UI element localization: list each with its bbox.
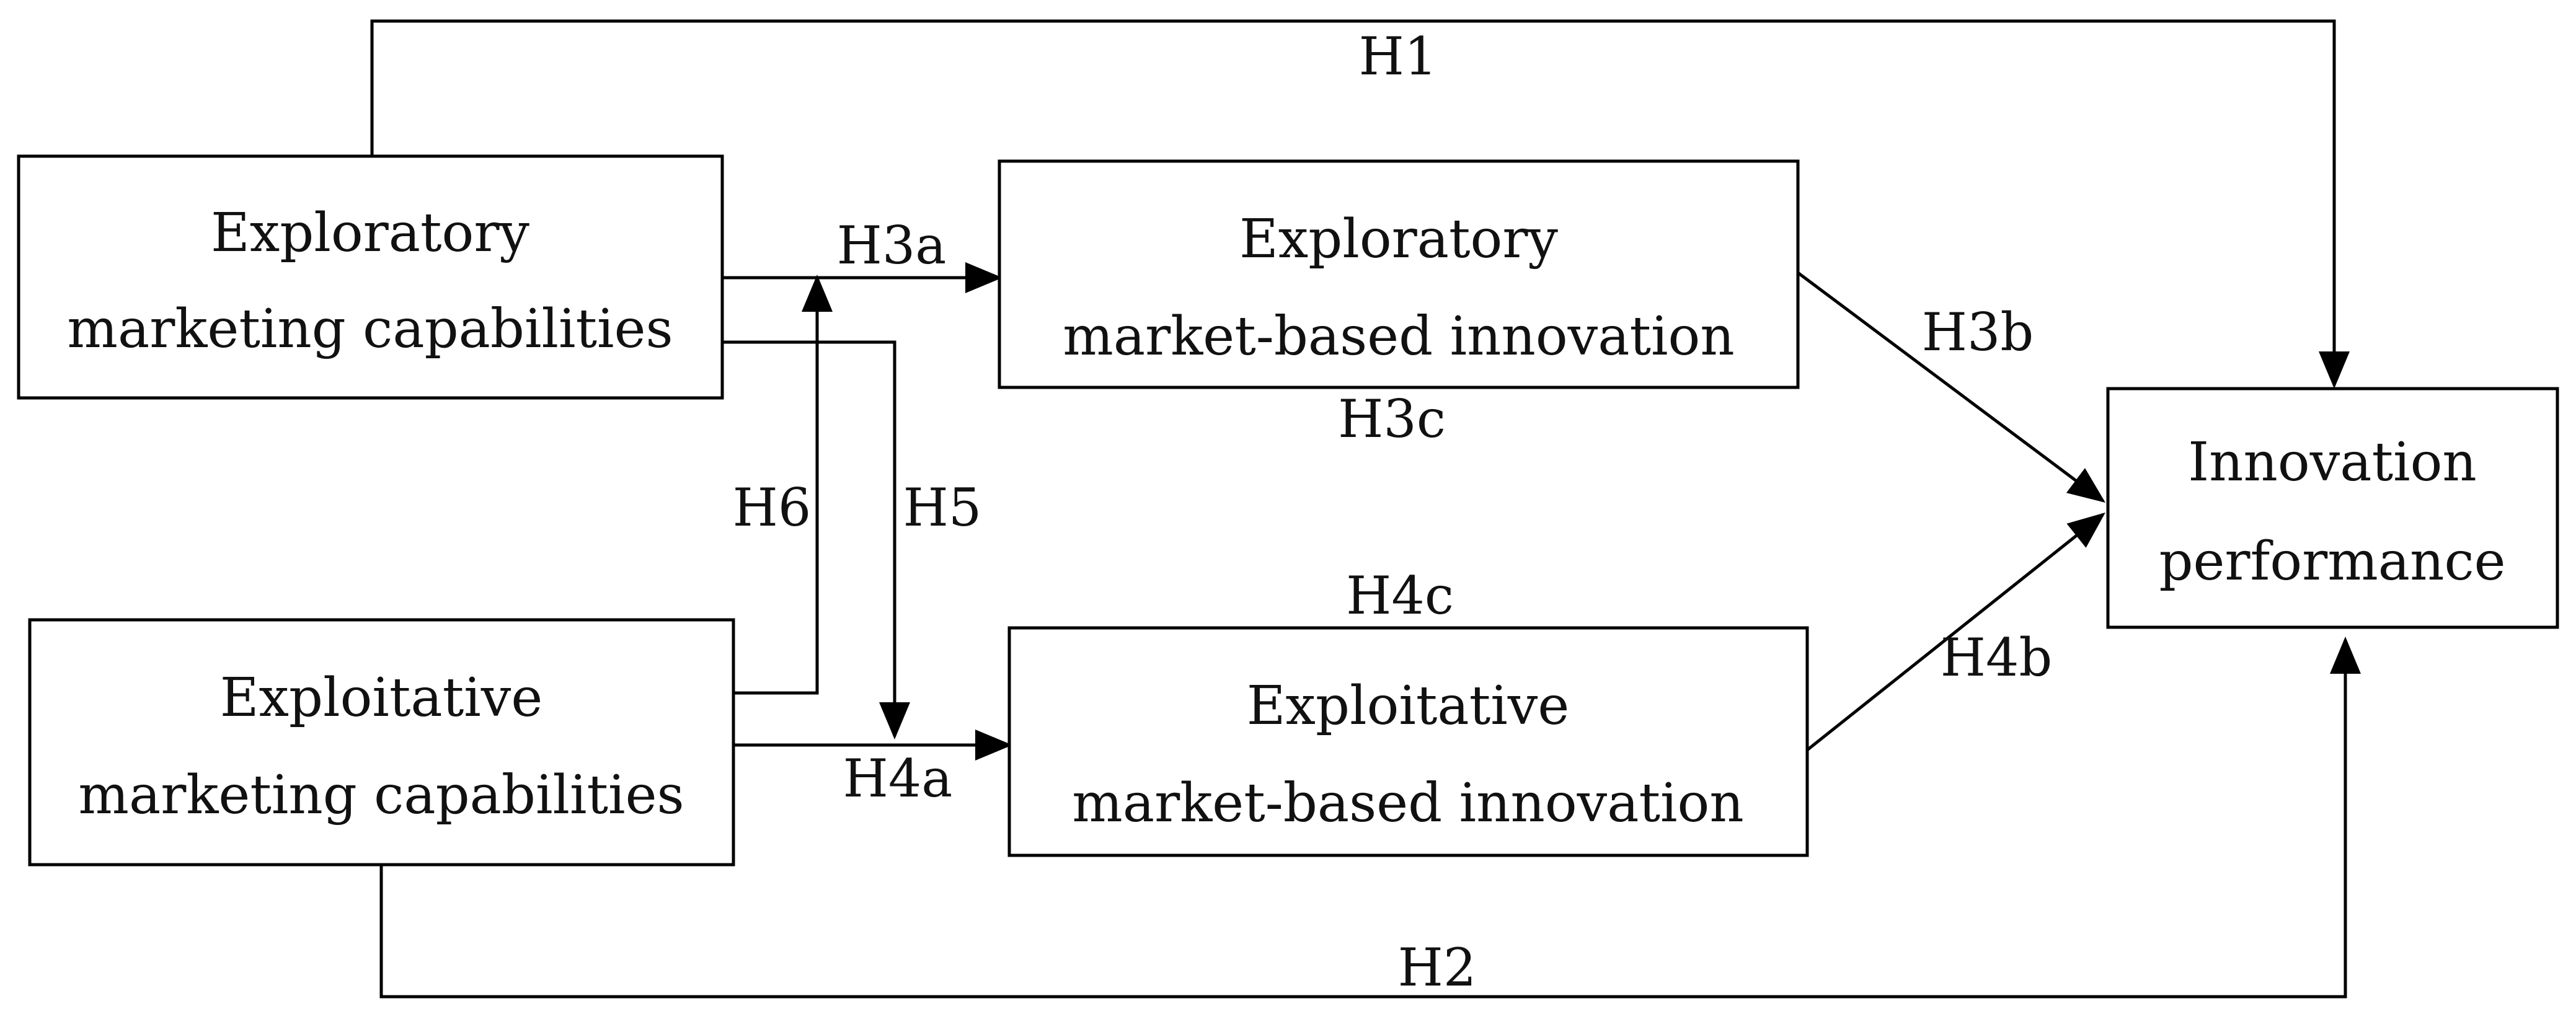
node-exploratory-marketing-capabilities: Exploratory marketing capabilities: [17, 154, 724, 400]
label-h5: H5: [903, 477, 982, 538]
label-h4c: H4c: [1346, 565, 1454, 626]
node-innovation-performance: Innovation performance: [2106, 387, 2559, 629]
node-line-2: marketing capabilities: [78, 764, 684, 826]
label-h3b: H3b: [1922, 302, 2034, 363]
node-exploitative-marketing-capabilities: Exploitative marketing capabilities: [28, 618, 735, 867]
edge-h3b: [1797, 271, 2106, 503]
node-line-1: Exploitative: [220, 667, 543, 729]
label-h3c: H3c: [1338, 389, 1446, 449]
node-line-1: Exploratory: [211, 202, 529, 264]
node-line-1: Exploitative: [1247, 675, 1570, 737]
node-line-1: Innovation: [2188, 431, 2477, 493]
edge-h2: [379, 637, 2361, 999]
edge-h1: [370, 19, 2350, 389]
node-exploratory-market-based-innovation: Exploratory market-based innovation: [998, 159, 1800, 389]
label-h4a: H4a: [843, 748, 953, 809]
node-line-2: market-based innovation: [1063, 306, 1734, 368]
label-h1: H1: [1359, 26, 1438, 87]
label-h4b: H4b: [1941, 627, 2052, 688]
label-h6: H6: [733, 477, 812, 538]
node-line-2: performance: [2159, 531, 2505, 593]
node-line-2: market-based innovation: [1072, 772, 1743, 834]
node-line-2: marketing capabilities: [67, 298, 673, 360]
edge-h6: [733, 275, 833, 695]
node-exploitative-market-based-innovation: Exploitative market-based innovation: [1007, 626, 1809, 857]
edge-h4b: [1806, 512, 2105, 751]
node-line-1: Exploratory: [1239, 208, 1558, 270]
label-h2: H2: [1398, 937, 1477, 998]
edge-h5: [722, 340, 910, 739]
label-h3a: H3a: [837, 215, 947, 276]
